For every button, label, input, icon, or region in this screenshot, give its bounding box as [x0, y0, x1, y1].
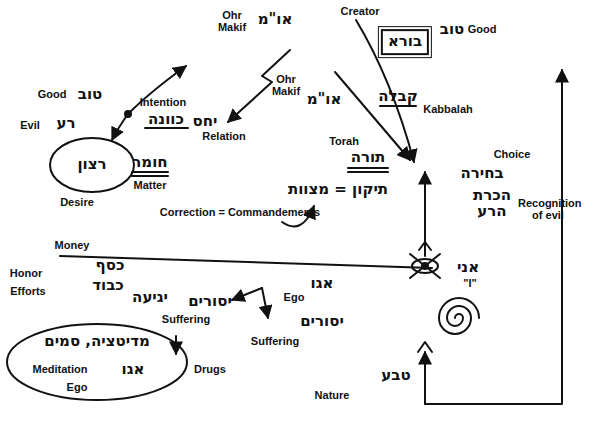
english-label: Intention [140, 97, 186, 109]
english-label: Suffering [162, 314, 210, 326]
english-label: Good [468, 24, 497, 36]
hebrew-label: טוב [440, 22, 465, 38]
caret [419, 242, 431, 250]
creator-box: Creatorבורא [336, 2, 440, 62]
hebrew-label: טבע [381, 368, 410, 384]
hebrew-label: רע [56, 116, 75, 132]
english-label: Money [55, 240, 90, 252]
hebrew-label: תיקון = מצוות [288, 182, 388, 198]
ellipse-node: מדיטציה, סמים Meditation אגו Ego [5, 322, 190, 402]
node-heading: רצון [77, 157, 106, 173]
cross-mark [410, 254, 440, 278]
hebrew-label: יסורים [300, 314, 344, 330]
hebrew-label: כוונה [148, 112, 184, 128]
good-arrow [128, 66, 186, 114]
node-heading: Creator [340, 6, 379, 18]
node-text: Ego [67, 382, 88, 394]
hebrew-label: הכרת הרע [468, 188, 516, 220]
hebrew-label: בחירה [460, 166, 503, 182]
hebrew-label: אגו [311, 276, 334, 292]
english-label: Torah [329, 136, 359, 148]
english-label: Choice [494, 149, 531, 161]
ellipse-outline [7, 324, 187, 400]
english-label: Kabbalah [423, 104, 473, 116]
english-label: Recognition of evil [518, 198, 578, 221]
english-label: Suffering [251, 336, 299, 348]
node-text: בורא [381, 29, 429, 55]
frame-line [425, 200, 562, 404]
english-label: Ego [284, 292, 305, 304]
english-label: Correction = Commandements [160, 207, 320, 219]
hebrew-label: יגיעה [132, 290, 168, 306]
hebrew-label: חומר [132, 155, 167, 171]
junction-dot [125, 111, 131, 117]
double-underline [132, 172, 168, 176]
english-label: Relation [202, 131, 245, 143]
english-label: Honor [10, 268, 42, 280]
node-text: Desire [60, 197, 94, 209]
hebrew-label: יחס [193, 114, 218, 130]
double-underline [348, 168, 388, 172]
hebrew-label: טוב [78, 87, 103, 103]
frame-arrow [561, 70, 563, 200]
english-label: Efforts [10, 286, 45, 298]
hebrew-label: כבוד [92, 278, 124, 294]
english-label: Drugs [194, 364, 226, 376]
english-label: Evil [20, 120, 40, 132]
english-label: Nature [315, 390, 350, 402]
node-outline [45, 135, 145, 213]
nature-arrow [424, 352, 426, 404]
english-label: Ohr Makif [266, 74, 306, 97]
english-label: Good [38, 89, 67, 101]
english-label: Ohr Makif [212, 10, 252, 33]
hebrew-label: או"מ [307, 92, 342, 108]
ellipse-node: רצון Desire [45, 135, 145, 213]
spiral-symbol [439, 298, 479, 334]
node-text: אגו [122, 362, 145, 378]
node-text: Meditation [33, 364, 88, 376]
hebrew-label: תורה [351, 150, 386, 166]
evil-arrow [112, 114, 128, 140]
hebrew-label: או"מ [258, 12, 293, 28]
caret [418, 342, 432, 352]
suffering-arrow [232, 288, 262, 300]
underline [380, 105, 416, 107]
hebrew-label: כסף [96, 258, 125, 274]
hebrew-label: יסורים [188, 294, 232, 310]
node-heading: מדיטציה, סמים [44, 334, 150, 350]
hebrew-label: קבלה [378, 89, 418, 105]
suffering-arrow [262, 288, 268, 318]
ellipse-outline [50, 138, 134, 192]
hebrew-label: אני [457, 260, 479, 276]
english-label: "I" [463, 278, 477, 290]
english-label: Matter [133, 180, 166, 192]
